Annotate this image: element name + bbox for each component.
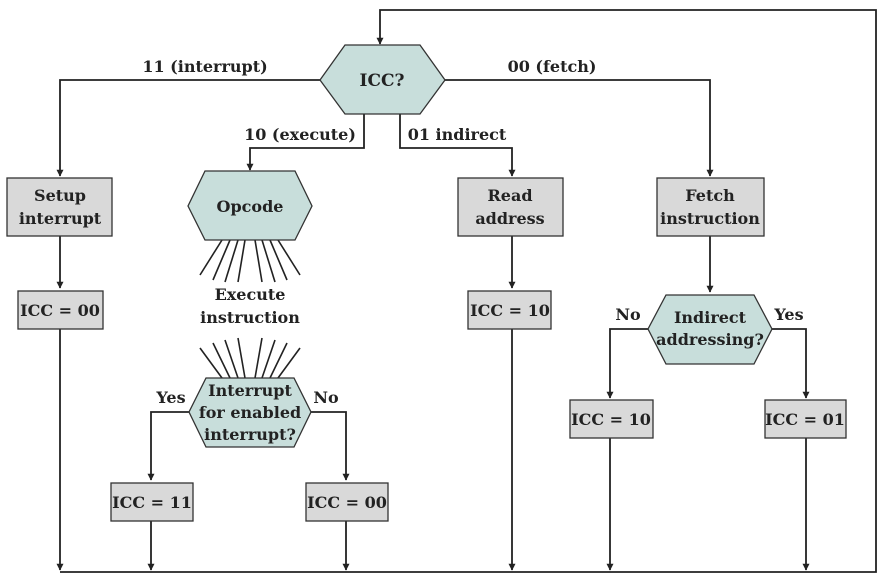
edge-execute — [246, 112, 365, 171]
indirect-q-line-1: Indirect — [674, 308, 747, 327]
setup-line-1: Setup — [34, 186, 86, 205]
connectors — [56, 9, 877, 573]
icc-setup-label: ICC = 00 — [20, 301, 100, 320]
edge-label-yes1: Yes — [155, 388, 185, 407]
icc-decision: ICC? — [319, 44, 446, 115]
icc-yes-label: ICC = 11 — [112, 493, 192, 512]
edge-indirect — [399, 112, 516, 177]
fetch-line-1: Fetch — [685, 186, 735, 205]
opcode-hexagon: Opcode — [187, 170, 313, 241]
edge-interrupt — [56, 79, 320, 177]
icc-indirect-no-label: ICC = 10 — [571, 410, 651, 429]
execute-line-1: Execute — [215, 285, 286, 304]
icc-read-box: ICC = 10 — [467, 290, 552, 330]
setup-interrupt-box: Setup interrupt — [6, 177, 113, 237]
edge-no2 — [606, 328, 648, 399]
opcode-label: Opcode — [217, 197, 284, 216]
edge-label-fetch: 00 (fetch) — [508, 57, 597, 76]
icc-decision-label: ICC? — [360, 71, 405, 91]
setup-line-2: interrupt — [19, 209, 102, 228]
icc-indirect-yes-box: ICC = 01 — [764, 399, 847, 439]
icc-indirect-yes-label: ICC = 01 — [765, 410, 845, 429]
execute-rays-bottom — [199, 337, 301, 379]
fetch-line-2: instruction — [660, 209, 760, 228]
interrupt-enabled-decision: Interrupt for enabled interrupt? — [188, 377, 312, 448]
read-address-box: Read address — [457, 177, 564, 237]
edge-label-indirect: 01 indirect — [408, 125, 507, 144]
read-line-1: Read — [487, 186, 532, 205]
icc-read-label: ICC = 10 — [470, 301, 550, 320]
edge-no1 — [311, 411, 350, 481]
execute-rays-top — [199, 239, 301, 283]
indirect-addressing-decision: Indirect addressing? — [647, 294, 773, 365]
icc-indirect-no-box: ICC = 10 — [569, 399, 654, 439]
edge-label-interrupt: 11 (interrupt) — [142, 57, 267, 76]
edge-return-loop — [60, 9, 877, 573]
icc-yes-box: ICC = 11 — [110, 482, 194, 522]
icc-no-label: ICC = 00 — [307, 493, 387, 512]
icc-setup-box: ICC = 00 — [17, 290, 104, 330]
edge-yes1 — [147, 411, 189, 481]
icc-no-box: ICC = 00 — [305, 482, 389, 522]
interrupt-q-line-3: interrupt? — [204, 425, 296, 444]
interrupt-q-line-1: Interrupt — [208, 381, 292, 400]
edge-label-no1: No — [313, 388, 339, 407]
execute-line-2: instruction — [200, 308, 300, 327]
edge-label-no2: No — [615, 305, 641, 324]
execute-instruction: Execute instruction — [200, 285, 300, 327]
indirect-q-line-2: addressing? — [656, 330, 764, 349]
interrupt-q-line-2: for enabled — [199, 403, 301, 422]
fetch-instruction-box: Fetch instruction — [656, 177, 765, 237]
edge-label-yes2: Yes — [773, 305, 803, 324]
edge-fetch — [445, 79, 714, 177]
edge-yes2 — [772, 328, 810, 399]
edge-label-execute: 10 (execute) — [244, 125, 356, 144]
read-line-2: address — [475, 209, 544, 228]
